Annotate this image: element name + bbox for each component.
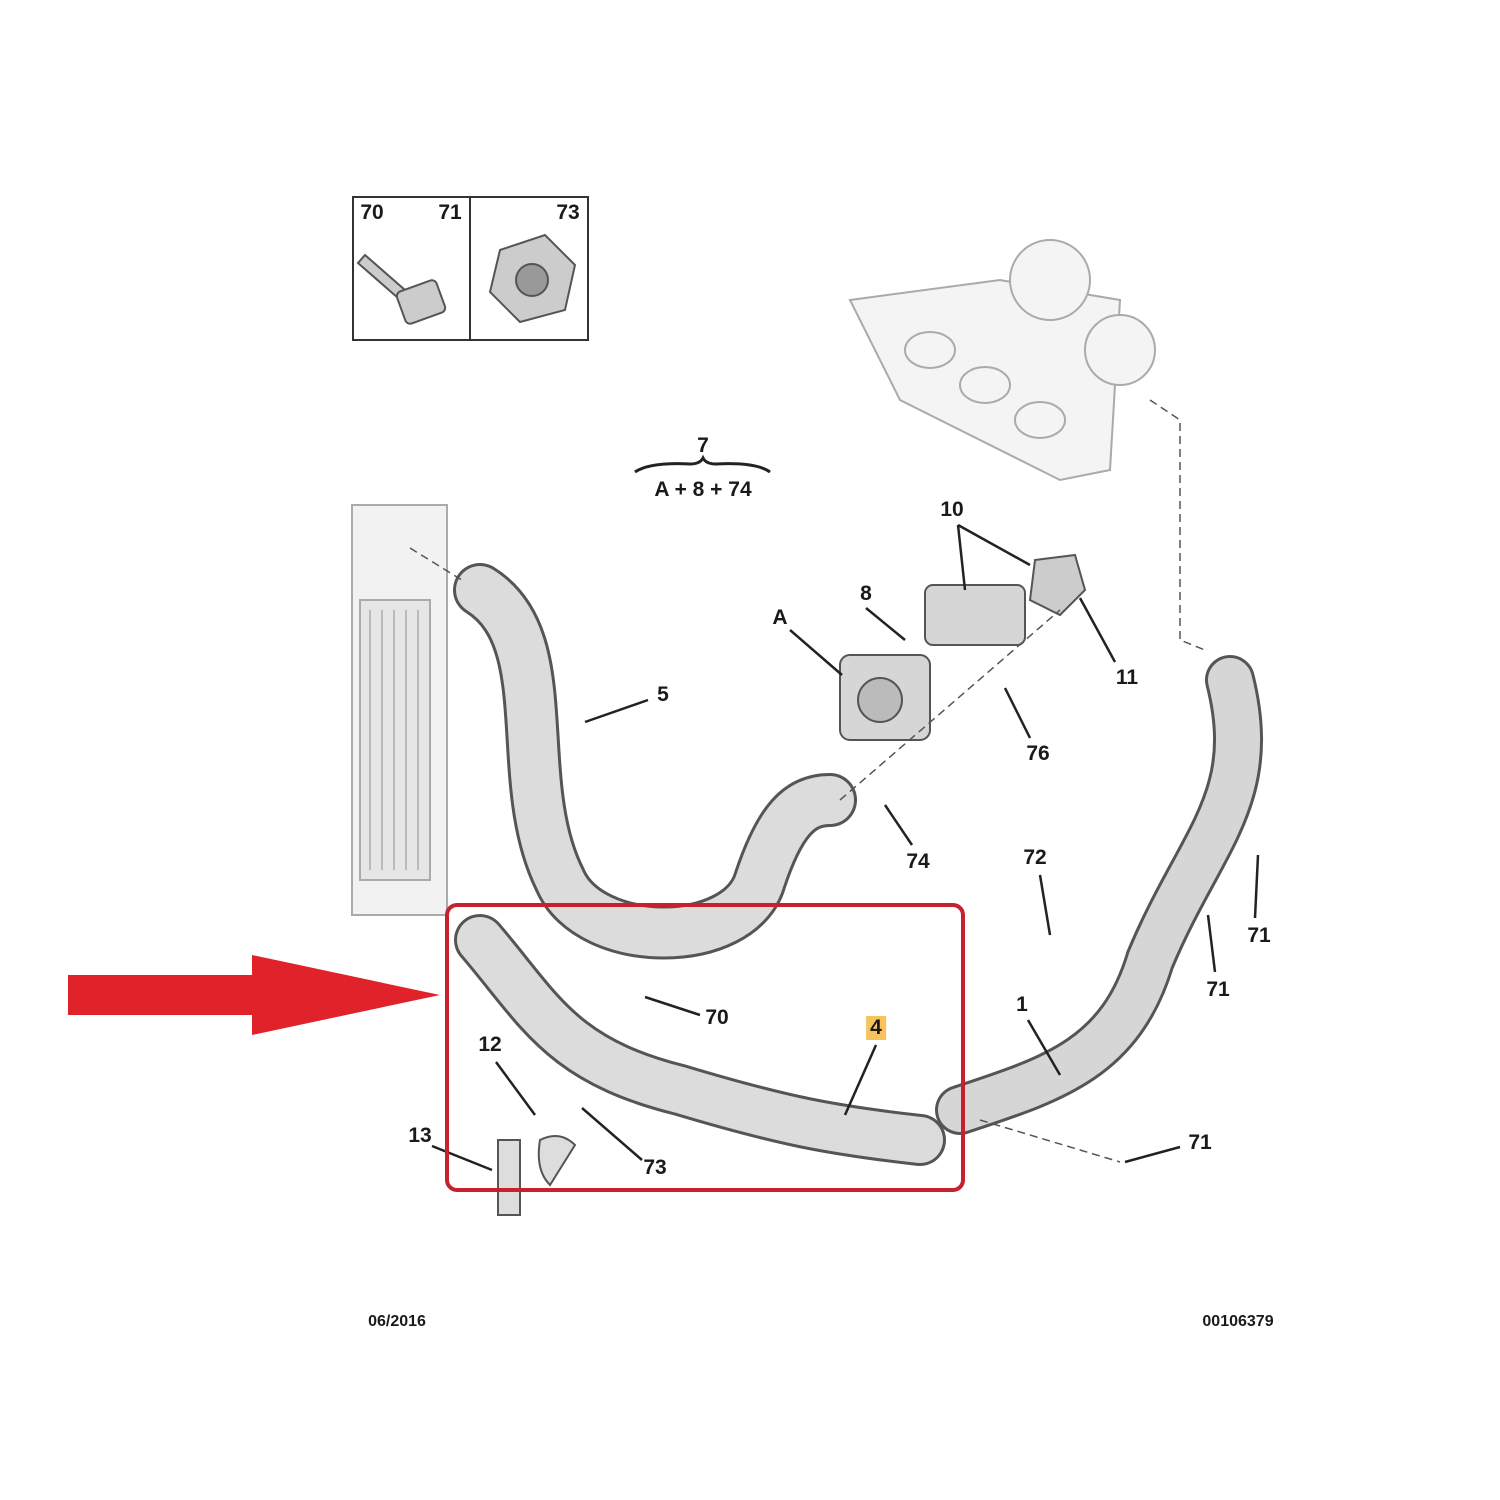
assembly-brace	[634, 454, 771, 474]
box-label-73: 73	[556, 201, 580, 224]
dashed-assembly-lines	[409, 399, 1206, 1163]
callout-10: 10	[940, 498, 964, 521]
box-label-71: 71	[438, 201, 462, 224]
callout-8: 8	[860, 582, 872, 605]
callout-76: 76	[1026, 742, 1050, 765]
fastener-box	[352, 196, 589, 341]
bracket-13	[497, 1135, 577, 1216]
hose-4	[454, 914, 946, 1166]
red-arrow	[68, 955, 440, 1035]
callout-5: 5	[657, 683, 669, 706]
callout-73: 73	[643, 1156, 667, 1179]
highlight-box	[445, 903, 965, 1192]
callout-13: 13	[408, 1124, 432, 1147]
callout-71-c: 71	[1188, 1131, 1212, 1154]
callout-11: 11	[1115, 666, 1139, 689]
nut-icon	[488, 233, 577, 324]
throttle-body-a	[839, 654, 931, 741]
callout-a: A	[772, 606, 788, 629]
callout-71-b: 71	[1206, 978, 1230, 1001]
callout-1: 1	[1016, 993, 1028, 1016]
footer-reference: 00106379	[1202, 1313, 1274, 1330]
housing-10	[924, 553, 1087, 646]
callout-72: 72	[1023, 846, 1047, 869]
assembly-parent: 7	[697, 434, 709, 457]
intercooler	[351, 504, 448, 916]
pipe-1	[935, 655, 1263, 1135]
callout-71-a: 71	[1247, 924, 1271, 947]
callout-4-highlighted: 4	[866, 1016, 886, 1040]
hose-5	[453, 563, 857, 960]
leader-lines	[431, 523, 1260, 1172]
callout-70: 70	[705, 1006, 729, 1029]
turbo-manifold	[848, 239, 1156, 482]
footer-date: 06/2016	[368, 1313, 426, 1330]
assembly-components: A + 8 + 74	[654, 478, 752, 501]
callout-74: 74	[906, 850, 930, 873]
bolt-icon	[356, 253, 447, 325]
box-label-70: 70	[360, 201, 384, 224]
callout-12: 12	[478, 1033, 502, 1056]
